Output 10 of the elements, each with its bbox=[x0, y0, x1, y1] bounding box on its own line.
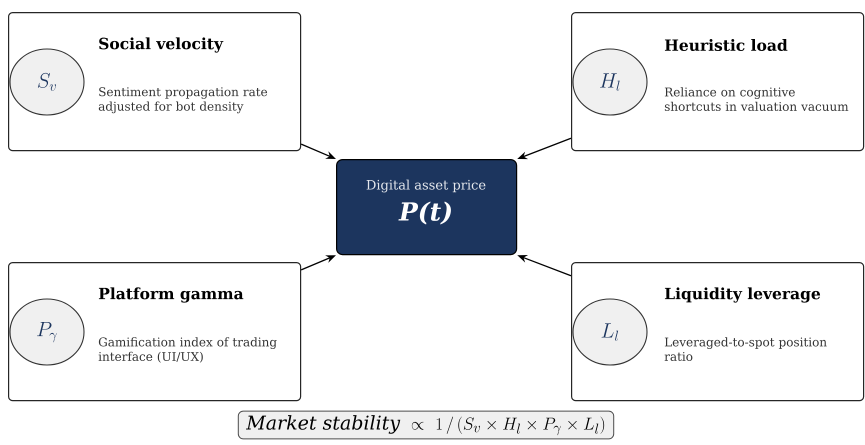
formula-box: $\mathit{Market\ stability}\ \propto\ 1\,/\,(S_v \times H_l \times P_\gamma \times L_l)$ bbox=[238, 410, 614, 440]
price-box: Digital asset price P(t) bbox=[336, 159, 518, 256]
card-description: Reliance on cognitive shortcuts in valuation vacuum bbox=[664, 87, 848, 111]
card-heading: Social velocity bbox=[99, 37, 224, 53]
card-heading: Platform gamma bbox=[98, 287, 244, 303]
card-heading: Heuristic load bbox=[664, 39, 788, 51]
card-description: Gamification index of trading interface (UI/UX) bbox=[98, 337, 277, 363]
card-description: Leveraged-to-spot position ratio bbox=[664, 337, 827, 361]
card-heading: Liquidity leverage bbox=[664, 287, 820, 303]
card-description: Sentiment propagation rate adjusted for bot density bbox=[98, 87, 268, 114]
